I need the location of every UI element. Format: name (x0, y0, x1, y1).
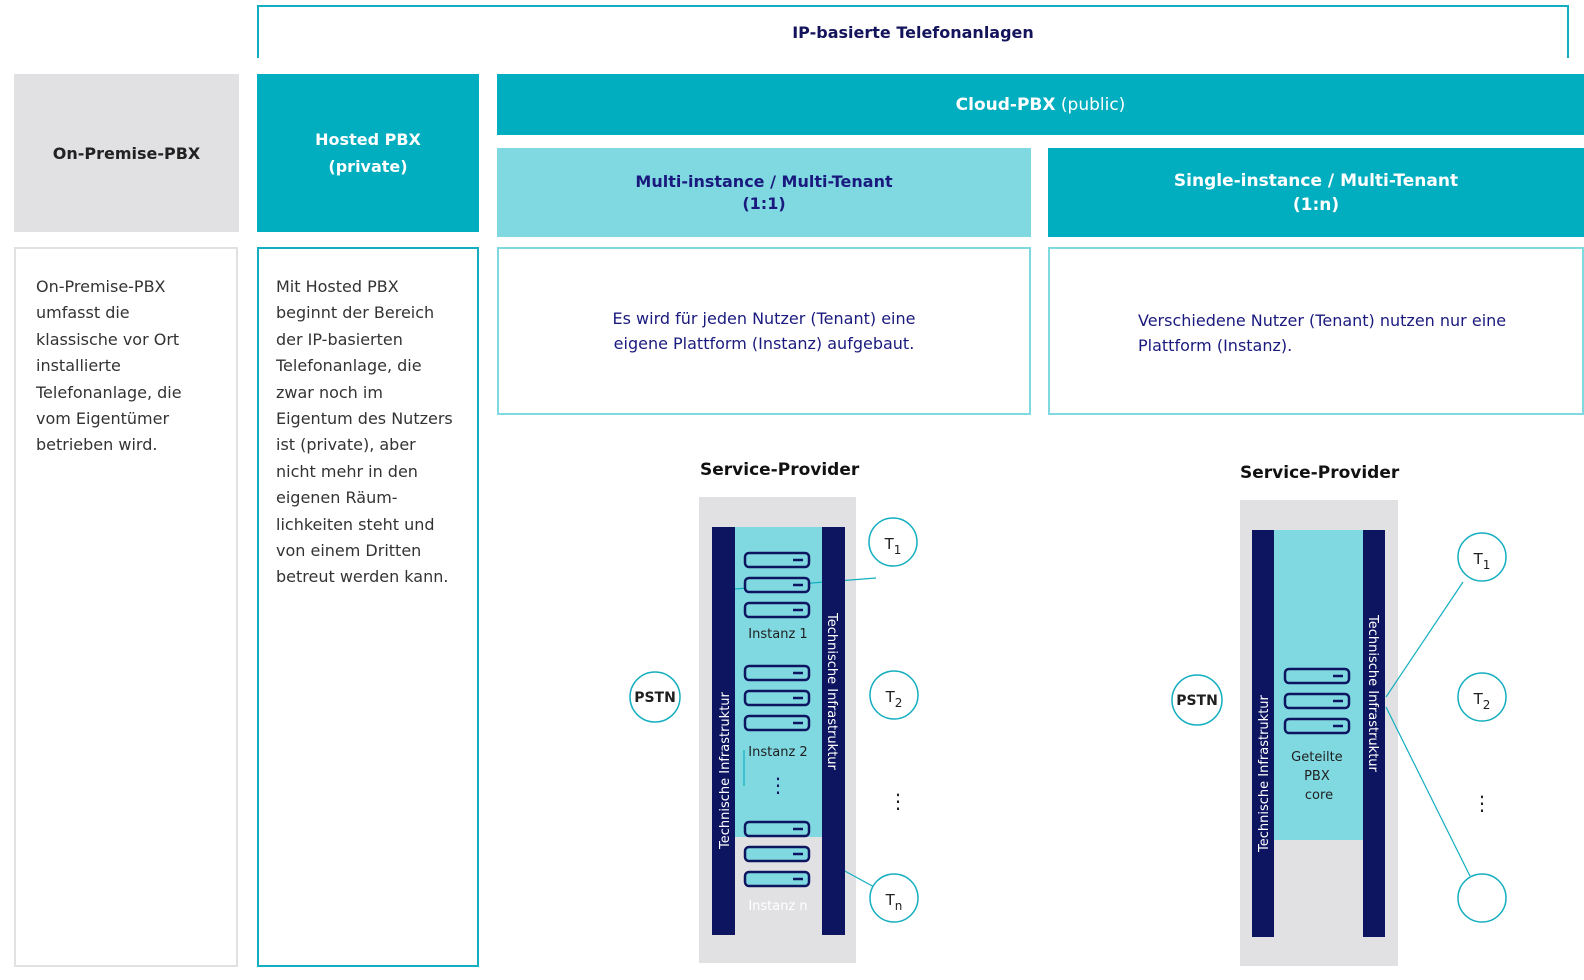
cloud-pbx-suffix: (public) (1055, 94, 1126, 115)
hosted-pbx-title: Hosted PBX (315, 130, 421, 149)
single-instance-header: Single-instance / Multi-Tenant (1:n) (1048, 148, 1584, 237)
left-infrastructure-bar (712, 527, 735, 935)
hosted-pbx-description: Mit Hosted PBX beginnt der Bereich der I… (276, 277, 453, 587)
tenant-1-subscript: 1 (894, 543, 902, 557)
hosted-pbx-header: Hosted PBX (private) (257, 74, 479, 232)
pstn-node (1171, 674, 1223, 726)
multi-instance-ratio: (1:1) (742, 193, 786, 213)
single-instance-title: Single-instance / Multi-Tenant (1173, 170, 1459, 191)
ip-telephony-title: IP-basierte Telefonanlagen (792, 23, 1034, 42)
right-infrastructure-bar (822, 527, 845, 935)
shared-core-area (1274, 530, 1364, 840)
shared-core-label: Geteilte PBX core (1291, 750, 1347, 803)
right-infrastructure-bar (1363, 530, 1385, 937)
tenant-2-subscript: 2 (1483, 698, 1491, 712)
pstn-label: PSTN (1176, 693, 1218, 709)
multi-instance-diagram: Technische Infrastruktur Technische Infr… (629, 497, 919, 963)
tenant-n-link (842, 869, 877, 889)
left-infrastructure-label: Technische Infrastruktur (1257, 694, 1272, 853)
tenant-1-node (868, 517, 918, 567)
on-premise-header: On-Premise-PBX (14, 74, 239, 232)
tenant-1-link (1385, 581, 1464, 698)
svg-text:T1: T1 (884, 535, 902, 557)
right-infrastructure-label: Technische Infrastruktur (824, 612, 839, 771)
single-service-provider-title: Service-Provider (1240, 463, 1400, 483)
tenant-dots: ⋮ (1472, 791, 1492, 815)
single-instance-description: Verschiedene Nutzer (Tenant) nutzen nur … (1138, 311, 1507, 355)
multi-instance-title: Multi-instance / Multi-Tenant (635, 171, 893, 191)
on-premise-description-box: On-Premise-PBX umfasst die klassische vo… (14, 247, 238, 967)
left-infrastructure-label: Technische Infrastruktur (718, 691, 733, 850)
tenant-1-subscript: 1 (1483, 558, 1491, 572)
instance-2-label: Instanz 2 (748, 745, 807, 760)
multi-instance-header: Multi-instance / Multi-Tenant (1:1) (497, 148, 1031, 237)
ip-telephony-header: IP-basierte Telefonanlagen (257, 5, 1569, 58)
hosted-pbx-subtitle: (private) (328, 157, 408, 176)
tenant-2-label: T (885, 688, 896, 706)
on-premise-title: On-Premise-PBX (52, 143, 201, 163)
server-icon (1283, 667, 1351, 735)
left-infrastructure-bar (1252, 530, 1274, 937)
tenant-2-node (1457, 672, 1507, 722)
instance-dots: ⋮ (768, 773, 788, 797)
instance-1-label: Instanz 1 (748, 627, 807, 642)
tenant-2-label: T (1473, 690, 1484, 708)
server-icon (743, 664, 811, 732)
single-instance-description-box: Verschiedene Nutzer (Tenant) nutzen nur … (1048, 247, 1584, 415)
tenant-2-subscript: 2 (895, 696, 903, 710)
tenant-1-label: T (1473, 550, 1484, 568)
server-icon (743, 820, 811, 888)
tenant-3-node (1457, 873, 1507, 923)
svg-text:Tn: Tn (885, 891, 903, 913)
instance-n-label: Instanz n (748, 899, 807, 914)
single-instance-diagram: Technische Infrastruktur Technische Infr… (1171, 500, 1507, 966)
server-icon (743, 551, 811, 619)
cloud-pbx-header: Cloud-PBX (public) (497, 74, 1584, 135)
on-premise-description: On-Premise-PBX umfasst die klassische vo… (36, 277, 182, 455)
pstn-node (629, 671, 681, 723)
tenant-1-node (1457, 532, 1507, 582)
tenant-2-node (869, 670, 919, 720)
tenant-n-label: T (885, 891, 896, 909)
multi-instance-description: Es wird für jeden Nutzer (Tenant) eine e… (612, 309, 916, 353)
tenant-n-subscript: n (895, 899, 903, 913)
svg-text:T1: T1 (1473, 550, 1491, 572)
tenant-dots: ⋮ (888, 789, 908, 813)
tenant-3-link (1385, 706, 1471, 877)
tenant-n-node (869, 873, 919, 923)
single-instance-ratio: (1:n) (1292, 194, 1340, 215)
svg-text:T2: T2 (1473, 690, 1491, 712)
pstn-label: PSTN (634, 690, 676, 706)
right-infrastructure-label: Technische Infrastruktur (1365, 614, 1380, 773)
cloud-pbx-title: Cloud-PBX (955, 94, 1056, 115)
multi-instance-description-box: Es wird für jeden Nutzer (Tenant) eine e… (497, 247, 1031, 415)
hosted-pbx-description-box: Mit Hosted PBX beginnt der Bereich der I… (257, 247, 479, 967)
tenant-1-label: T (884, 535, 895, 553)
svg-text:T2: T2 (885, 688, 903, 710)
multi-service-provider-title: Service-Provider (700, 460, 860, 480)
